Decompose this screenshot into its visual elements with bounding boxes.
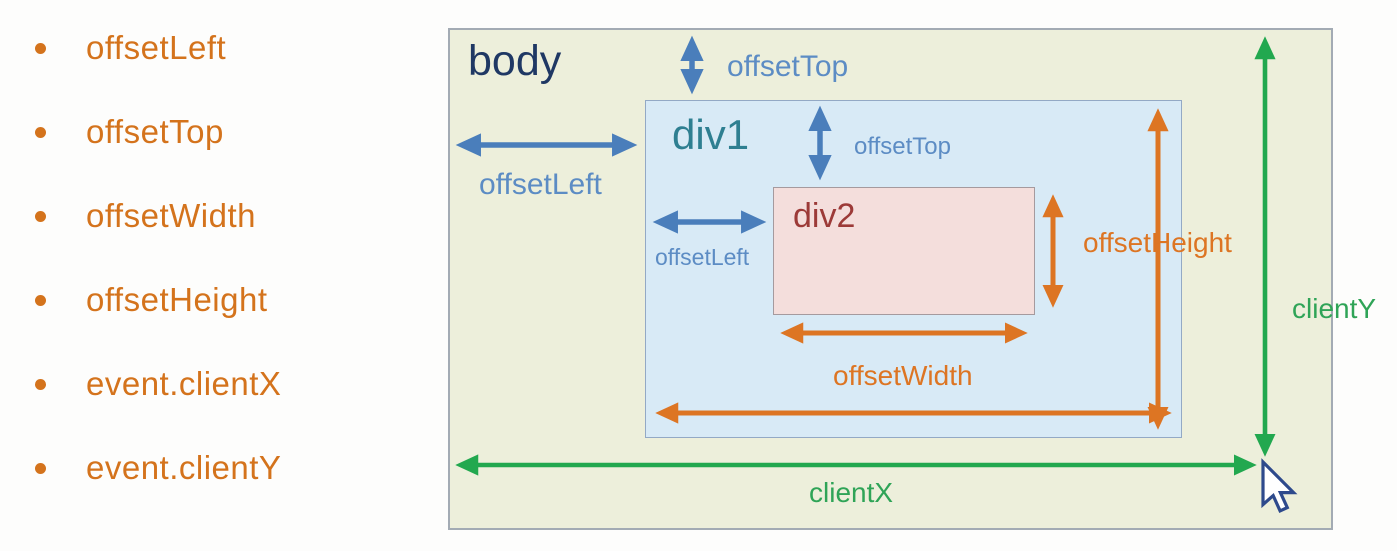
offset-top-label-div2: offsetTop (854, 133, 951, 160)
offset-left-label-div1: offsetLeft (479, 168, 602, 201)
bullet-dot-icon (35, 462, 46, 474)
client-x-label: clientX (809, 477, 894, 508)
list-item-label: offsetWidth (86, 197, 256, 234)
offset-top-label-div1: offsetTop (727, 50, 849, 83)
list-item: offsetHeight (30, 278, 281, 322)
list-item-label: offsetHeight (86, 281, 268, 318)
list-item-label: offsetTop (86, 113, 224, 150)
offset-height-label: offsetHeight (1083, 227, 1232, 258)
list-item-label: offsetLeft (86, 29, 227, 66)
div1-box-label: div1 (672, 111, 750, 158)
bullet-dot-icon (35, 42, 46, 54)
list-item: offsetLeft (30, 26, 281, 70)
property-list: offsetLeft offsetTop offsetWidth offsetH… (30, 26, 281, 530)
list-item-label: event.clientX (86, 365, 282, 402)
div2-box-label: div2 (793, 197, 856, 235)
offset-left-label-div2: offsetLeft (655, 244, 750, 270)
list-item: offsetTop (30, 110, 281, 154)
bullet-dot-icon (35, 378, 46, 390)
list-item-label: event.clientY (86, 449, 282, 486)
list-item: event.clientX (30, 362, 281, 406)
client-y-label: clientY (1292, 293, 1377, 324)
bullet-dot-icon (35, 126, 46, 138)
bullet-dot-icon (35, 210, 46, 222)
list-item: offsetWidth (30, 194, 281, 238)
div2-box (773, 187, 1035, 315)
list-item: event.clientY (30, 446, 281, 490)
offset-width-label: offsetWidth (833, 360, 973, 391)
body-box-label: body (468, 37, 562, 85)
bullet-dot-icon (35, 294, 46, 306)
